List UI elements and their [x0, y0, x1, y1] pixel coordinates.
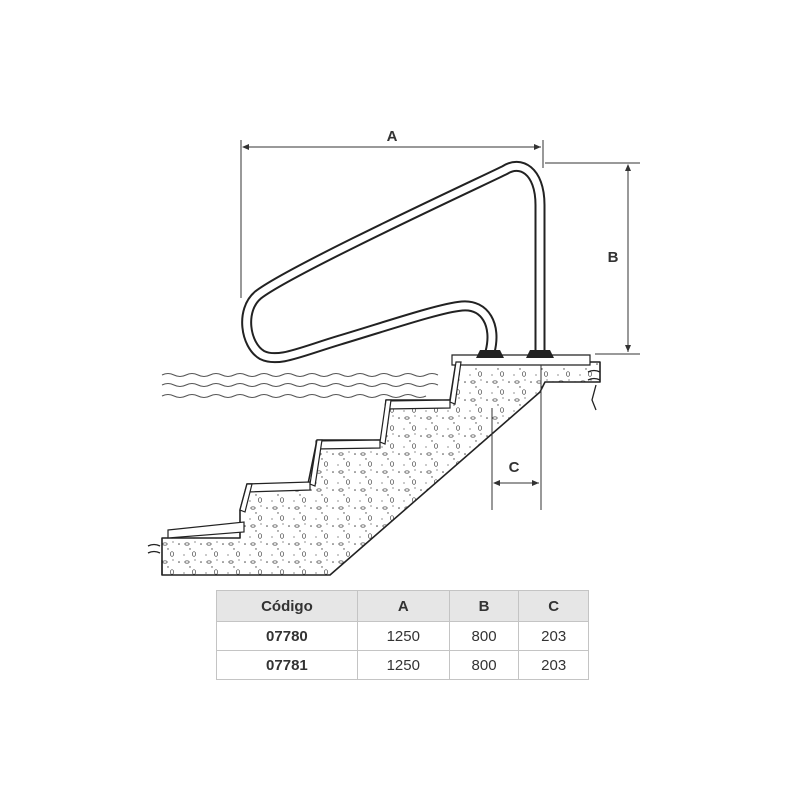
anchor-bases — [476, 350, 554, 358]
table-row: 07780 1250 800 203 — [216, 621, 589, 651]
dimension-c-label: C — [509, 459, 520, 476]
header-a: A — [356, 590, 450, 622]
row-a: 1250 — [356, 621, 450, 651]
spec-table: Código A B C 07780 1250 800 203 07781 12… — [216, 590, 589, 680]
row-c: 203 — [518, 650, 589, 680]
dimension-a-label: A — [387, 128, 398, 145]
table-row: 07781 1250 800 203 — [216, 650, 589, 680]
step-tiles — [167, 354, 591, 539]
water-surface — [161, 373, 439, 398]
header-b: B — [448, 590, 520, 622]
ground-edge — [147, 369, 601, 575]
dimension-b — [545, 162, 640, 355]
row-b: 800 — [448, 650, 520, 680]
handrail — [241, 160, 546, 364]
table-header-row: Código A B C — [216, 590, 589, 622]
row-code: 07781 — [216, 650, 358, 680]
dimension-b-label: B — [608, 249, 619, 266]
header-code: Código — [216, 590, 358, 622]
stair-body — [161, 361, 601, 576]
row-c: 203 — [518, 621, 589, 651]
dimension-c — [491, 365, 542, 510]
dimension-a — [240, 140, 544, 298]
row-a: 1250 — [356, 650, 450, 680]
row-code: 07780 — [216, 621, 358, 651]
row-b: 800 — [448, 621, 520, 651]
header-c: C — [518, 590, 589, 622]
